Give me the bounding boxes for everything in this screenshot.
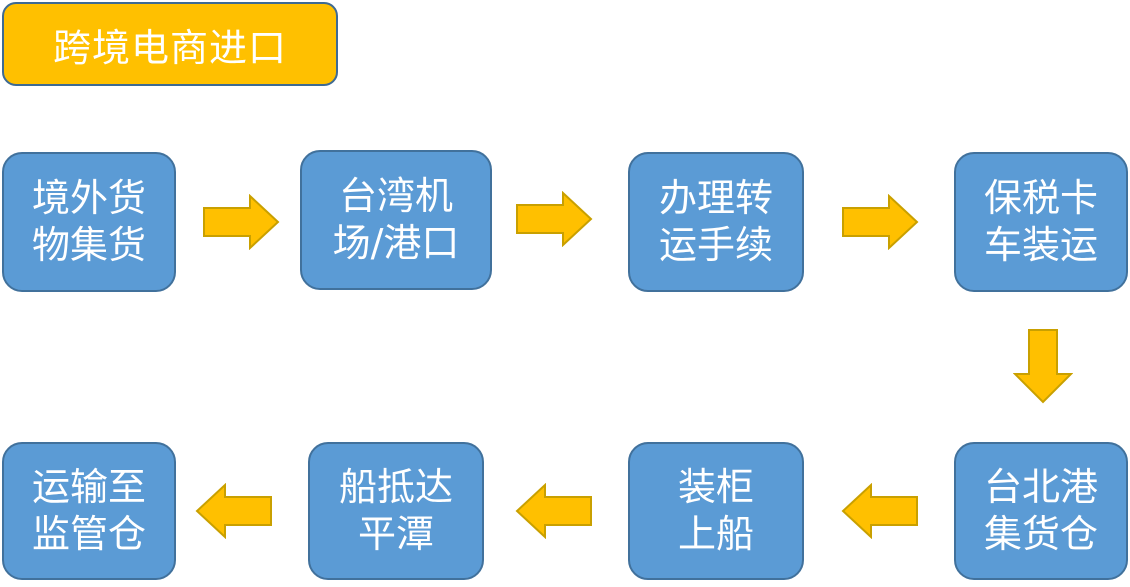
step-transfer-procedures: 办理转 运手续 xyxy=(628,152,804,292)
arrow-right-icon xyxy=(516,191,593,247)
step-label-line1: 台湾机 xyxy=(338,173,453,218)
step-ship-arrives-pingtan: 船抵达 平潭 xyxy=(308,442,484,580)
step-label-line1: 境外货 xyxy=(31,175,146,220)
step-taiwan-airport-port: 台湾机 场/港口 xyxy=(300,150,492,290)
step-overseas-goods-collection: 境外货 物集货 xyxy=(2,152,176,292)
step-label-line2: 运手续 xyxy=(658,223,773,267)
step-label-line2: 平潭 xyxy=(357,512,434,556)
step-label-line2: 上船 xyxy=(677,512,754,556)
step-label-line2: 监管仓 xyxy=(31,512,146,556)
arrow-right-icon xyxy=(203,194,280,250)
arrow-left-icon xyxy=(195,483,272,539)
step-container-loading: 装柜 上船 xyxy=(628,442,804,580)
step-label-line1: 船抵达 xyxy=(338,464,453,509)
arrow-down-icon xyxy=(1013,329,1073,404)
step-label-line1: 台北港 xyxy=(983,464,1098,509)
step-label-line2: 场/港口 xyxy=(332,221,460,265)
step-label-line2: 物集货 xyxy=(31,223,146,267)
arrow-left-icon xyxy=(841,483,918,539)
step-label-line1: 装柜 xyxy=(677,464,754,509)
step-label-line2: 车装运 xyxy=(983,223,1098,267)
step-transport-to-bonded-warehouse: 运输至 监管仓 xyxy=(2,442,176,580)
step-label-line1: 运输至 xyxy=(31,464,146,509)
step-label-line1: 保税卡 xyxy=(983,175,1098,220)
step-label-line1: 办理转 xyxy=(658,175,773,220)
arrow-left-icon xyxy=(515,483,592,539)
step-bonded-truck-transport: 保税卡 车装运 xyxy=(954,152,1128,292)
diagram-title: 跨境电商进口 xyxy=(2,2,338,86)
step-taipei-port-warehouse: 台北港 集货仓 xyxy=(954,442,1128,580)
arrow-right-icon xyxy=(842,194,919,250)
step-label-line2: 集货仓 xyxy=(983,512,1098,556)
